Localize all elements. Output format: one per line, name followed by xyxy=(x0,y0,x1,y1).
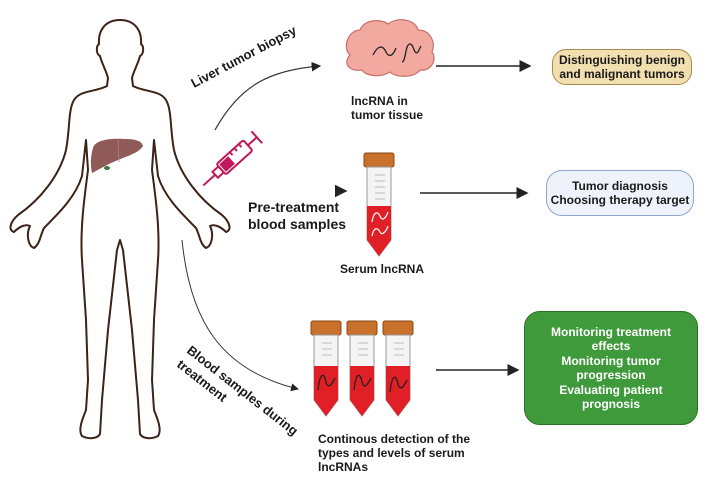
pretreatment-label-line2: blood samples xyxy=(248,216,347,232)
human-body-icon xyxy=(9,19,231,440)
outcome-3-line2: effects xyxy=(591,339,631,353)
serum-tube-2 xyxy=(346,320,378,417)
tumor-tissue-icon xyxy=(345,19,435,77)
outcome-1-line2: and malignant tumors xyxy=(559,67,685,81)
serum-tubes-icon xyxy=(310,320,414,417)
serum-tube-1 xyxy=(310,320,342,417)
liver-icon xyxy=(90,138,143,173)
continuous-detection-caption: Continous detection of the types and lev… xyxy=(318,432,470,474)
continuous-caption-line1: Continous detection of the xyxy=(318,432,470,446)
tissue-caption-line2: tumor tissue xyxy=(351,108,424,122)
pretreatment-label: Pre-treatment blood samples xyxy=(248,199,346,233)
outcome-2-line1: Tumor diagnosis xyxy=(572,178,668,193)
outcome-box-distinguishing: Distinguishing benign and malignant tumo… xyxy=(552,49,692,85)
outcome-2-line2: Choosing therapy target xyxy=(550,193,690,207)
outcome-box-diagnosis: Tumor diagnosis Choosing therapy target xyxy=(546,170,694,216)
continuous-caption-line2: types and levels of serum xyxy=(318,446,465,460)
tissue-caption-line1: lncRNA in xyxy=(351,94,408,108)
continuous-caption-line3: lncRNAs xyxy=(318,460,369,474)
outcome-3-line4: progression xyxy=(576,368,646,382)
outcome-box-monitoring: Monitoring treatment effects Monitoring … xyxy=(524,311,698,425)
biopsy-arrow xyxy=(214,61,322,131)
during-treatment-arrow xyxy=(181,239,299,392)
outcome-3-line5: Evaluating patient xyxy=(559,382,663,397)
syringe-icon xyxy=(202,130,263,187)
during-treatment-label-line1: Blood samples during xyxy=(184,343,301,439)
tissue-caption: lncRNA in tumor tissue xyxy=(351,94,423,122)
outcome-3-line1: Monitoring treatment xyxy=(551,324,671,339)
outcome-1-line1: Distinguishing benign xyxy=(559,52,685,67)
serum-caption: Serum lncRNA xyxy=(340,262,425,276)
outcome-3-line3: Monitoring tumor xyxy=(561,353,661,368)
serum-tube-3 xyxy=(382,320,414,417)
outcome-3-line6: prognosis xyxy=(581,397,640,411)
biopsy-label: Liver tumor biopsy xyxy=(188,22,299,91)
pretreatment-label-line1: Pre-treatment xyxy=(248,199,340,215)
serum-tube-icon xyxy=(363,152,395,257)
